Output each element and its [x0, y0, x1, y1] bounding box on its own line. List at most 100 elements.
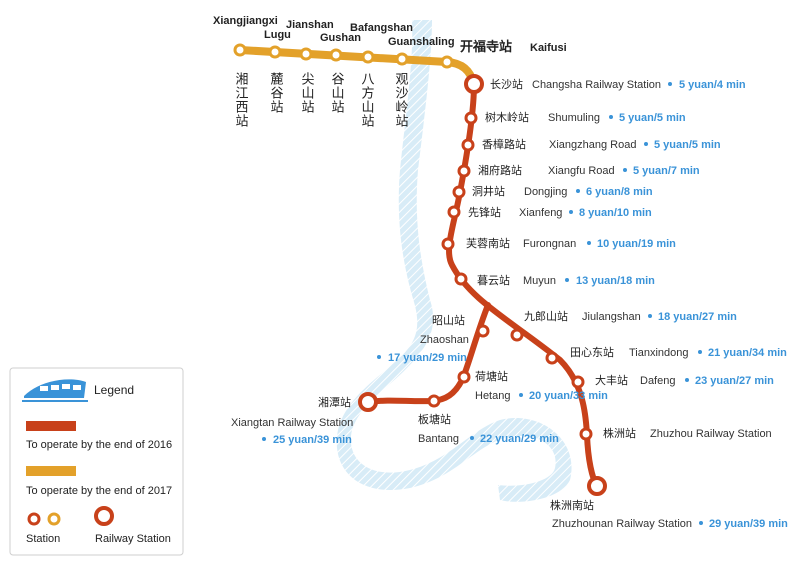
station-jiulangshan[interactable] — [510, 328, 524, 342]
label-xiangzhang-cn: 香樟路站 — [482, 137, 526, 151]
legend-box — [9, 367, 184, 556]
station-zhaoshan[interactable] — [476, 324, 490, 338]
label-xiangfu-en: Xiangfu Road — [548, 165, 615, 177]
fare-dot — [576, 189, 580, 193]
red-line-branch — [365, 302, 491, 405]
label-guanshaling-cn: 观沙岭站 — [393, 72, 409, 128]
label-muyun-en: Muyun — [523, 275, 556, 287]
label-xiangtan-fare: 25 yuan/39 min — [273, 434, 352, 446]
label-tianxindong-cn: 田心东站 — [570, 345, 614, 359]
station-xiangjiangxi[interactable] — [233, 43, 247, 57]
label-hetang-cn: 荷塘站 — [475, 369, 508, 383]
label-dafeng-en: Dafeng — [640, 375, 675, 387]
station-zhuzhounan[interactable] — [587, 476, 607, 496]
label-furongnan-en: Furongnan — [523, 238, 576, 250]
station-furongnan[interactable] — [441, 237, 455, 251]
station-dafeng[interactable] — [571, 375, 585, 389]
label-zhuzhounan-cn: 株洲南站 — [550, 498, 594, 512]
label-shumuling-cn: 树木岭站 — [485, 110, 529, 124]
label-zhaoshan-fare: 17 yuan/29 min — [388, 352, 467, 364]
legend-station: Station — [26, 533, 60, 545]
label-changsha-fare: 5 yuan/4 min — [679, 79, 746, 91]
label-furongnan-fare: 10 yuan/19 min — [597, 238, 676, 250]
fare-dot — [470, 436, 474, 440]
station-changsha[interactable] — [464, 74, 484, 94]
red-labels: 长沙站 Changsha Railway Station 5 yuan/4 mi… — [231, 77, 788, 530]
fare-dot — [587, 241, 591, 245]
fare-dot — [685, 378, 689, 382]
label-jiulangshan-cn: 九郎山站 — [524, 309, 568, 323]
label-xiangfu-fare: 5 yuan/7 min — [633, 165, 700, 177]
station-dongjing[interactable] — [452, 185, 466, 199]
label-muyun-cn: 暮云站 — [477, 273, 510, 287]
station-zhuzhou[interactable] — [579, 427, 593, 441]
label-bantang-cn: 板塘站 — [418, 412, 451, 426]
legend: Legend To operate by the end of 2016 To … — [9, 367, 184, 556]
label-muyun-fare: 13 yuan/18 min — [576, 275, 655, 287]
legend-red-station-icon — [27, 512, 41, 526]
legend-title: Legend — [94, 383, 134, 397]
station-xianfeng[interactable] — [447, 205, 461, 219]
station-muyun[interactable] — [454, 272, 468, 286]
label-jianshan-cn: 尖山站 — [299, 72, 315, 114]
label-bafangshan-cn: 八方山站 — [359, 72, 375, 128]
fare-dot — [648, 314, 652, 318]
label-jianshan-en: Jianshan — [286, 19, 334, 31]
yellow-labels: Xiangjiangxi Lugu Jianshan Gushan Bafang… — [213, 15, 567, 128]
label-gushan-en: Gushan — [320, 32, 361, 44]
label-xiangzhang-en: Xiangzhang Road — [549, 139, 636, 151]
station-xiangzhang[interactable] — [461, 138, 475, 152]
station-guanshaling[interactable] — [395, 52, 409, 66]
train-icon — [22, 379, 88, 402]
label-bantang-fare: 22 yuan/29 min — [480, 433, 559, 445]
legend-railway-station-icon — [94, 506, 114, 526]
fare-dot — [565, 278, 569, 282]
label-zhuzhou-en: Zhuzhou Railway Station — [650, 428, 772, 440]
label-changsha-cn: 长沙站 — [490, 77, 523, 91]
label-hetang-en: Hetang — [475, 390, 510, 402]
label-xiangtan-en: Xiangtan Railway Station — [231, 417, 353, 429]
label-lugu-cn: 麓谷站 — [268, 72, 284, 114]
label-dongjing-en: Dongjing — [524, 186, 567, 198]
fare-dot — [609, 115, 613, 119]
fare-dot — [262, 437, 266, 441]
station-tianxindong[interactable] — [545, 351, 559, 365]
label-zhaoshan-cn: 昭山站 — [432, 313, 465, 327]
station-hetang[interactable] — [457, 370, 471, 384]
fare-dot — [519, 393, 523, 397]
label-dafeng-cn: 大丰站 — [595, 373, 628, 387]
label-furongnan-cn: 芙蓉南站 — [466, 236, 510, 250]
label-zhaoshan-en: Zhaoshan — [420, 334, 469, 346]
station-gushan[interactable] — [329, 48, 343, 62]
station-jianshan[interactable] — [299, 47, 313, 61]
label-zhuzhounan-en: Zhuzhounan Railway Station — [552, 518, 692, 530]
legend-red-swatch — [26, 421, 76, 431]
label-dongjing-cn: 洞井站 — [472, 184, 505, 198]
label-bantang-en: Bantang — [418, 433, 459, 445]
station-bafangshan[interactable] — [361, 50, 375, 64]
legend-yellow-swatch — [26, 466, 76, 476]
station-kaifusi[interactable] — [440, 55, 454, 69]
label-dongjing-fare: 6 yuan/8 min — [586, 186, 653, 198]
label-gushan-cn: 谷山站 — [329, 72, 345, 114]
station-xiangfu[interactable] — [457, 164, 471, 178]
station-lugu[interactable] — [268, 45, 282, 59]
label-jiulangshan-fare: 18 yuan/27 min — [658, 311, 737, 323]
fare-dot — [377, 355, 381, 359]
label-xianfeng-fare: 8 yuan/10 min — [579, 207, 652, 219]
station-xiangtan[interactable] — [358, 392, 378, 412]
label-xianfeng-en: Xianfeng — [519, 207, 562, 219]
label-dafeng-fare: 23 yuan/27 min — [695, 375, 774, 387]
label-kaifusi-en: Kaifusi — [530, 42, 567, 54]
legend-line-2017: To operate by the end of 2017 — [26, 485, 172, 497]
label-kaifusi-cn: 开福寺站 — [460, 39, 512, 55]
label-bafangshan-en: Bafangshan — [350, 22, 413, 34]
label-changsha-en: Changsha Railway Station — [532, 79, 661, 91]
station-bantang[interactable] — [427, 394, 441, 408]
label-xiangjiangxi-en: Xiangjiangxi — [213, 15, 278, 27]
station-shumuling[interactable] — [464, 111, 478, 125]
label-guanshaling-en: Guanshaling — [388, 36, 455, 48]
label-lugu-en: Lugu — [264, 29, 291, 41]
label-tianxindong-en: Tianxindong — [629, 347, 689, 359]
